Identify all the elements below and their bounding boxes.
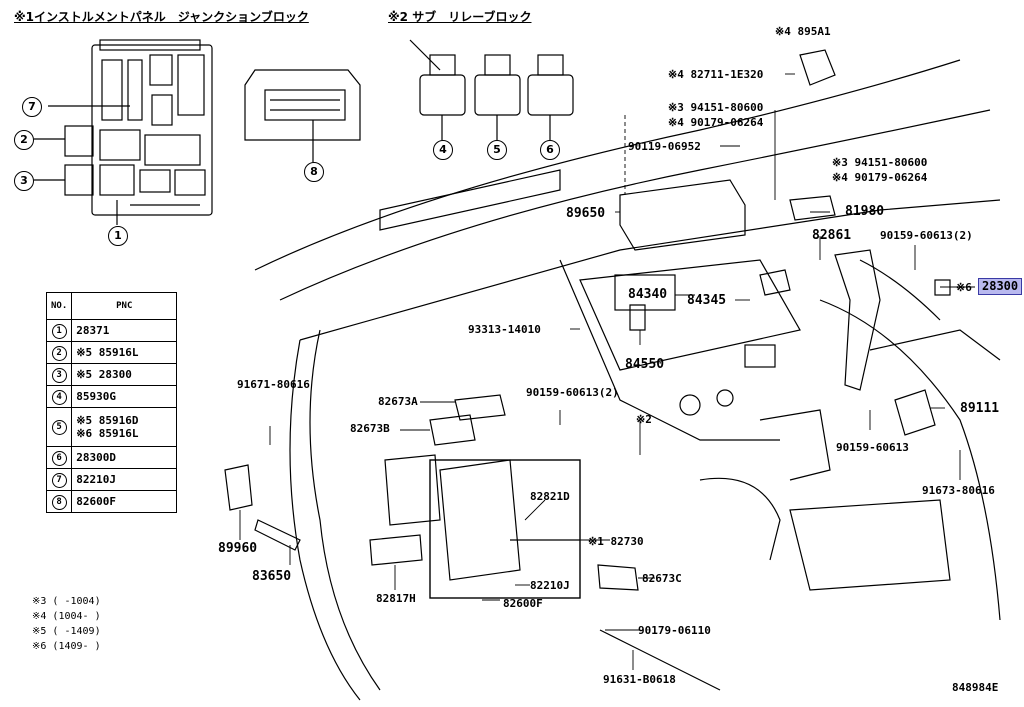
header-sub-relay-block: ※2 サブ リレーブロック [388,10,532,24]
part-label-89111[interactable]: 89111 [960,401,1000,416]
pnc-table: NO. PNC 1 28371 2 ※5 85916L 3 ※5 28300 4… [45,292,178,513]
part-label-82861[interactable]: 82861 [812,228,852,243]
callout-5: 5 [487,140,507,160]
note-6: ※6 (1409- ) [32,641,101,652]
part-label-81980[interactable]: 81980 [845,204,885,219]
row-number: 6 [51,450,67,466]
part-label-90159-b[interactable]: 90159-60613(2) [526,386,619,399]
part-label-sub-relay[interactable]: ※2 [636,413,652,426]
callout-7: 7 [22,97,42,117]
junction-block-drawing [34,39,213,225]
note-3: ※3 ( -1004) [32,596,101,607]
row-pnc: 28300D [71,446,178,469]
row-pnc: 82210J [71,468,178,491]
row-number: 2 [51,345,67,361]
part-label-89650[interactable]: 89650 [566,206,606,221]
callout-4: 4 [433,140,453,160]
part-label-90159-c[interactable]: 90159-60613 [836,441,909,454]
row-pnc: 82600F [71,490,178,513]
row-pnc-alt: ※6 85916L [76,427,139,440]
part-label-93313[interactable]: 93313-14010 [468,323,541,336]
row-pnc: ※5 85916D [76,414,139,427]
part-label-90179-c[interactable]: 90179-06110 [638,624,711,637]
connector-82600F-drawing [244,69,361,162]
part-label-895A1[interactable]: ※4 895A1 [775,25,831,38]
part-label-82711[interactable]: ※4 82711-1E320 [668,68,764,81]
part-label-82673C[interactable]: 82673C [642,572,682,585]
leader-lines [239,73,975,670]
table-row: 4 85930G [45,385,178,408]
part-label-82210J[interactable]: 82210J [530,579,570,592]
part-label-89960[interactable]: 89960 [218,541,258,556]
date-notes: ※3 ( -1004) ※4 (1004- ) ※5 ( -1409) ※6 (… [32,594,101,654]
callout-1: 1 [108,226,128,246]
header-junction-block: ※1インストルメントパネル ジャンクションブロック [14,10,309,24]
part-label-84550[interactable]: 84550 [625,357,665,372]
table-row: 7 82210J [45,468,178,491]
row-number: 5 [51,420,67,435]
row-pnc: 85930G [71,385,178,408]
part-label-82821D[interactable]: 82821D [530,490,570,503]
part-label-28300-prefix: ※6 [956,281,972,294]
part-label-90119[interactable]: 90119-06952 [628,140,701,153]
part-label-28300-highlighted[interactable]: 28300 [978,278,1023,295]
table-row: 1 28371 [45,319,178,342]
row-pnc: ※5 85916L [71,341,178,364]
table-row: 2 ※5 85916L [45,341,178,364]
callout-3: 3 [14,171,34,191]
part-label-91673[interactable]: 91673-80616 [922,484,995,497]
part-label-82673A[interactable]: 82673A [378,395,418,408]
table-row: 8 82600F [45,490,178,513]
part-label-84340[interactable]: 84340 [628,287,668,302]
part-label-82600F[interactable]: 82600F [503,597,543,610]
part-label-91671[interactable]: 91671-80616 [237,378,310,391]
part-label-90179-a[interactable]: ※4 90179-06264 [668,116,764,129]
part-label-82673B[interactable]: 82673B [350,422,390,435]
callout-6: 6 [540,140,560,160]
component-drawings [224,49,951,599]
part-label-91631[interactable]: 91631-B0618 [603,673,676,686]
diagram-code: 848984E [952,681,999,694]
part-label-83650[interactable]: 83650 [252,569,292,584]
table-row: 3 ※5 28300 [45,363,178,386]
part-label-82817H[interactable]: 82817H [376,592,416,605]
callout-8: 8 [304,162,324,182]
row-pnc: 28371 [71,319,178,342]
part-label-90179-b[interactable]: ※4 90179-06264 [832,171,928,184]
table-header-no: NO. [45,292,73,320]
part-label-82730[interactable]: ※1 82730 [588,535,644,548]
relay-drawings [409,39,574,140]
note-4: ※4 (1004- ) [32,611,101,622]
part-label-94151-a[interactable]: ※3 94151-80600 [668,101,764,114]
table-header-pnc: PNC [71,292,178,320]
dashboard-outline [254,59,1001,701]
row-number: 4 [51,389,67,405]
part-label-84345[interactable]: 84345 [687,293,727,308]
table-row: 6 28300D [45,446,178,469]
row-number: 7 [51,472,67,488]
row-number: 3 [51,367,67,383]
part-label-90159-a[interactable]: 90159-60613(2) [880,229,973,242]
note-5: ※5 ( -1409) [32,626,101,637]
part-label-94151-b[interactable]: ※3 94151-80600 [832,156,928,169]
row-number: 1 [51,323,67,339]
row-number: 8 [51,494,67,510]
row-pnc: ※5 28300 [71,363,178,386]
table-row: 5 ※5 85916D※6 85916L [45,407,178,447]
callout-2: 2 [14,130,34,150]
